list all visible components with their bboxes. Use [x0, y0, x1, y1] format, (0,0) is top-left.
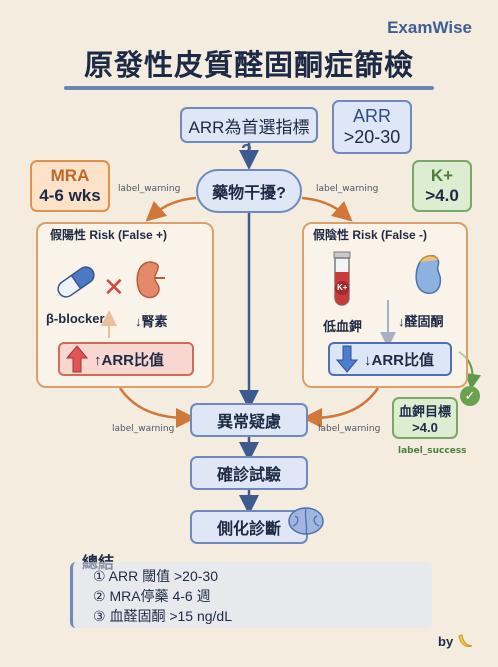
kidney-icon: [136, 261, 165, 299]
summary-item-3: ③ 血醛固酮 >15 ng/dL: [93, 608, 233, 624]
mra-duration: 4-6 wks: [39, 186, 101, 205]
adrenal-gland-icon: [415, 254, 442, 294]
arr-threshold-label: ARR: [352, 106, 391, 126]
summary-panel: ① ARR 閾值 >20-30 ② MRA停藥 4-6 週 ③ 血醛固酮 >15…: [70, 562, 432, 628]
brain-icon: [288, 507, 324, 535]
tube-k-label: K+: [337, 283, 348, 292]
potassium-target-value: >4.0: [412, 420, 438, 435]
arr-decrease-text: ↓ARR比值: [364, 351, 434, 369]
label-warning-left-bottom: label_warning: [112, 424, 175, 434]
banana-icon: [458, 634, 473, 647]
arr-first-choice-box: ARR為首選指標: [180, 107, 318, 143]
false-positive-title: 假陽性 Risk (False +): [50, 228, 168, 242]
label-warning-right-bottom: label_warning: [318, 424, 381, 434]
mra-label: MRA: [50, 166, 90, 185]
question-mark: ?: [241, 141, 252, 161]
brand-logo: ExamWise: [387, 18, 472, 37]
byline: by: [438, 634, 454, 649]
potassium-value: >4.0: [425, 186, 459, 205]
false-negative-title: 假陰性 Risk (False -): [313, 228, 428, 242]
check-icon: ✓: [460, 386, 480, 406]
renin-decrease-label: ↓腎素: [135, 314, 168, 329]
potassium-box: K+ >4.0: [412, 160, 472, 212]
hypokalemia-label: 低血鉀: [323, 319, 363, 334]
potassium-label: K+: [430, 166, 454, 185]
arr-increase-box: ↑ARR比值: [58, 342, 194, 376]
pill-icon: [57, 266, 95, 298]
label-warning-right-top: label_warning: [316, 184, 379, 194]
down-arrow-icon: [336, 345, 358, 373]
test-tube-icon: [333, 251, 351, 306]
arr-threshold-value: >20-30: [343, 127, 401, 147]
summary-item-1: ① ARR 閾值 >20-30: [93, 568, 218, 584]
abnormal-suspicion-box: 異常疑慮: [190, 403, 308, 437]
potassium-target-label: 血鉀目標: [398, 404, 451, 419]
confirmatory-test-box: 確診試驗: [190, 456, 308, 490]
mra-box: MRA 4-6 wks: [30, 160, 110, 212]
arr-threshold-box: ARR >20-30: [332, 100, 412, 154]
up-arrow-icon: [66, 345, 88, 373]
lateralization-box: 側化診斷: [190, 510, 308, 544]
aldosterone-decrease-label: ↓醛固酮: [398, 314, 444, 329]
arr-increase-text: ↑ARR比值: [94, 351, 164, 369]
potassium-target-box: 血鉀目標 >4.0: [392, 397, 458, 439]
label-warning-left-top: label_warning: [118, 184, 181, 194]
label-success: label_success: [398, 446, 467, 456]
drug-interference-decision: 藥物干擾?: [196, 169, 302, 213]
beta-blocker-label: β-blocker: [46, 311, 105, 326]
cross-icon: ✕: [103, 272, 125, 302]
page-title: 原發性皮質醛固酮症篩檢: [83, 50, 414, 82]
title-underline: [64, 86, 434, 90]
summary-item-2: ② MRA停藥 4-6 週: [93, 588, 211, 604]
arr-decrease-box: ↓ARR比值: [328, 342, 452, 376]
